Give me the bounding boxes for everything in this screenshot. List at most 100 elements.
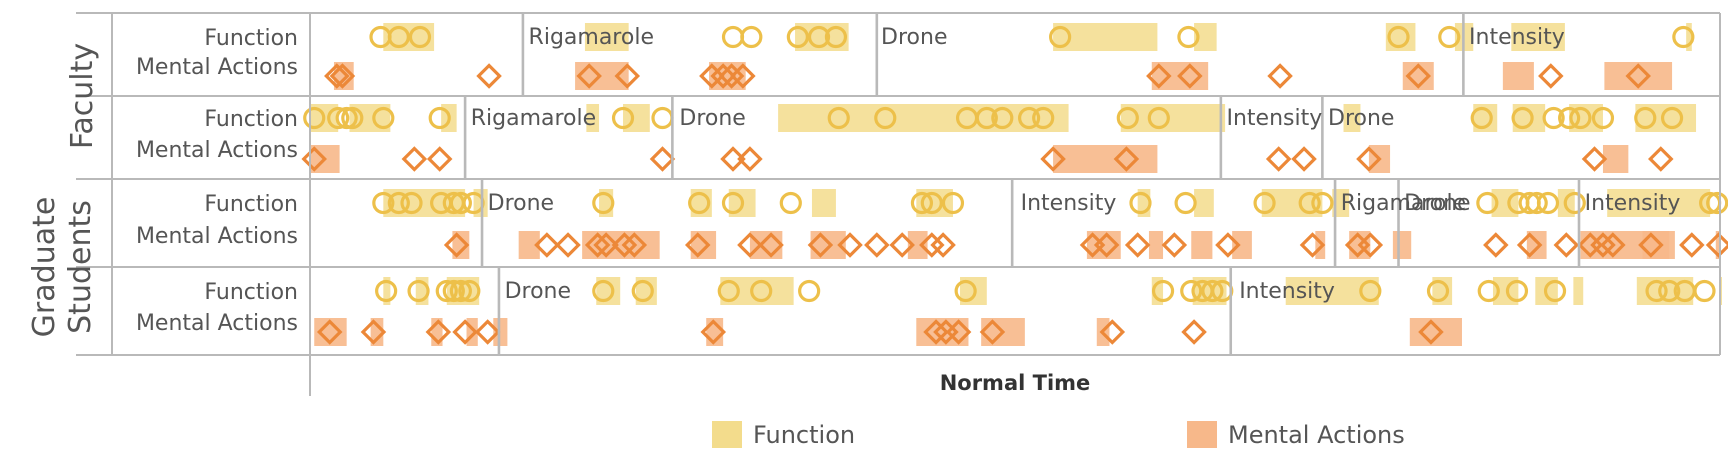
function-point [1476,191,1499,215]
function-point [428,106,451,130]
row-label-mental-actions: Mental Actions [136,55,298,80]
mental-actions-point [718,63,745,89]
function-band [383,277,391,305]
row-label-mental-actions: Mental Actions [136,224,298,249]
mental-actions-point [979,319,1006,345]
mental-actions-point [1418,319,1444,345]
mental-actions-point [534,232,560,258]
function-band [1432,277,1453,305]
mental-actions-point [576,63,602,89]
function-point [1032,106,1055,130]
mental-actions-point [649,146,676,172]
mental-actions-point [1124,232,1151,258]
mental-actions-point [476,63,502,89]
function-band [473,189,488,217]
mental-actions-band [1409,318,1462,346]
mental-actions-point [621,232,648,258]
function-band [1607,189,1711,217]
mental-actions-point [1638,232,1664,258]
legend-swatch-mental-actions [1187,421,1217,448]
function-point [1543,279,1567,303]
function-band [1194,23,1217,51]
mental-actions-point [301,146,327,172]
function-point [1311,191,1334,215]
function-point [941,191,965,215]
function-point [824,25,848,49]
function-point [387,25,410,49]
function-point [1253,191,1276,215]
function-point [1438,25,1461,49]
function-point [592,191,615,215]
function-point [449,191,472,215]
row-label-mental-actions: Mental Actions [136,138,298,163]
mental-actions-point [611,232,638,258]
mental-actions-point [737,232,763,258]
mental-actions-band [431,318,443,346]
function-point [954,279,977,303]
function-point [1645,279,1668,303]
function-band [1332,189,1350,217]
function-point [1426,279,1450,303]
mental-actions-band [466,318,478,346]
segment-label: Drone [488,191,554,216]
function-point [1525,191,1548,215]
chart-frame [76,12,1721,396]
function-band [584,23,629,51]
mental-actions-point [923,319,949,345]
function-point [1359,279,1382,303]
function-point [449,279,472,303]
function-point [798,279,821,303]
function-point [408,25,432,49]
mental-actions-band [690,231,717,259]
function-point [1536,191,1560,215]
mental-actions-point [699,63,725,89]
function-point [1477,279,1500,303]
mental-actions-band [749,231,783,259]
mental-actions-band [1191,231,1213,259]
mental-actions-point [945,319,972,345]
segment-label: Drone [505,279,571,304]
function-point [651,106,674,130]
function-point [910,191,934,215]
legend: Function Mental Actions [712,421,1405,449]
function-point [400,191,423,215]
function-point [920,191,943,215]
mental-actions-point [1553,232,1580,258]
function-point [1706,191,1728,215]
function-point [991,106,1014,130]
mental-actions-point [1093,232,1120,258]
function-band [596,277,621,305]
function-point [721,191,745,215]
row-label-function: Function [204,107,298,132]
segment-label: Rigamarole [529,25,654,50]
mental-actions-point [930,232,956,258]
function-point [1634,106,1657,130]
function-point [1129,191,1152,215]
function-band [1573,277,1584,305]
mental-actions-point [737,146,763,172]
mental-actions-point [401,146,428,172]
mental-actions-point [1625,63,1651,89]
mental-actions-point [1161,232,1188,258]
function-band [811,189,836,217]
mental-actions-point [1590,232,1616,258]
mental-actions-point [1483,232,1509,258]
row-label-function: Function [204,26,298,51]
function-point [1470,106,1493,130]
mental-actions-point [324,63,350,89]
function-point [1693,279,1716,303]
segment-label: Intensity [1021,191,1117,216]
mental-actions-point [700,319,727,345]
function-point [1049,25,1072,49]
mental-actions-point [1265,146,1292,172]
mental-actions-point [1181,319,1207,345]
function-band [635,277,657,305]
mental-actions-point [1581,146,1608,172]
function-point [1660,106,1684,130]
mental-actions-point [555,232,581,258]
mental-actions-point [837,232,863,258]
function-point [1387,25,1410,49]
function-point [1147,106,1170,130]
mental-actions-point [360,319,387,345]
